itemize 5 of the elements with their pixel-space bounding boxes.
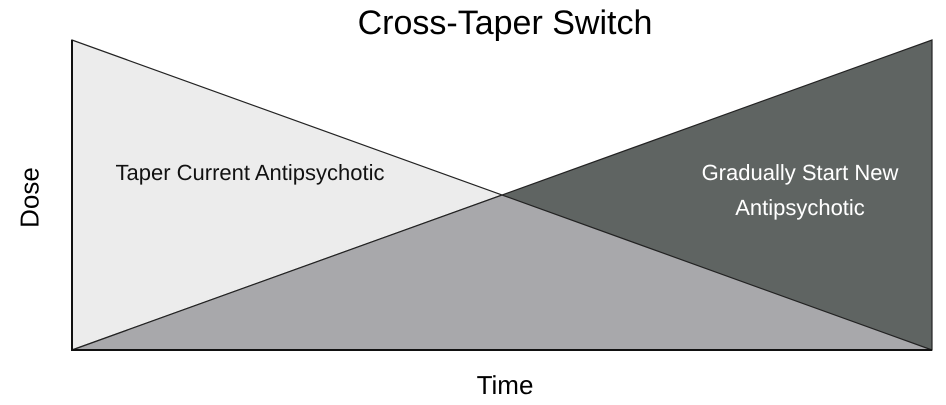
y-axis-label: Dose: [14, 166, 46, 230]
x-axis-label: Time: [476, 370, 534, 401]
area-label: Taper Current Antipsychotic: [114, 159, 386, 187]
area-label: Gradually Start New Antipsychotic: [700, 159, 900, 222]
chart-title: Cross-Taper Switch: [356, 4, 654, 43]
